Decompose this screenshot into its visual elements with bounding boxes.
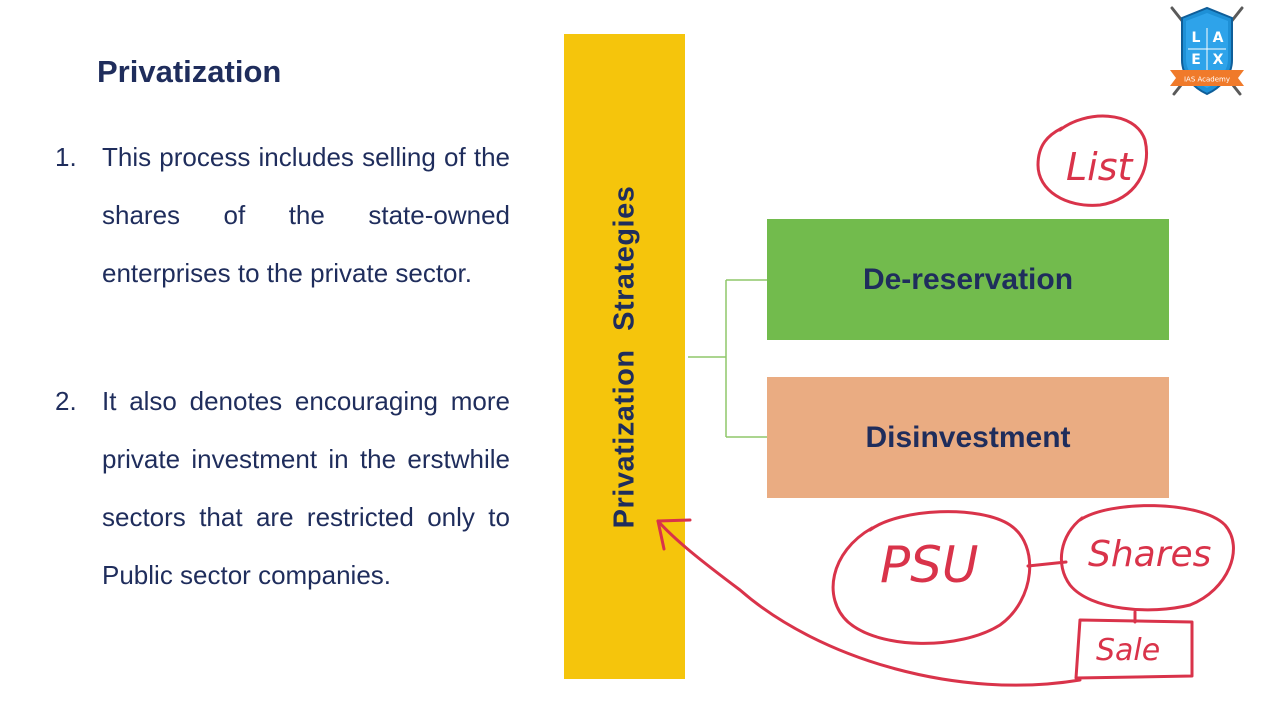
strategies-label: Privatization Strategies [608, 185, 641, 529]
sale-annotation: Sale [1096, 633, 1160, 668]
shares-annotation: Shares [1088, 534, 1211, 575]
psu-annotation: PSU [880, 536, 979, 594]
slide-title: Privatization [97, 54, 282, 89]
logo-letter-a: A [1213, 30, 1224, 46]
list-item-text: This process includes selling of the sha… [102, 142, 510, 288]
list-item-number: 2. [55, 386, 77, 416]
logo-letter-x: X [1213, 52, 1224, 68]
list-item: 1. This process includes selling of the … [55, 128, 510, 302]
list-annotation: List [1066, 145, 1135, 189]
laex-logo: L A E X IAS Academy [1170, 6, 1244, 96]
disinvestment-label: Disinvestment [865, 420, 1071, 454]
return-arrow [656, 519, 1082, 687]
logo-ribbon-text: IAS Academy [1184, 76, 1230, 84]
dereservation-box: De-reservation [767, 219, 1169, 340]
logo-letter-e: E [1191, 52, 1201, 68]
list-circle [1036, 114, 1148, 207]
list-item: 2. It also denotes encouraging more priv… [55, 372, 510, 604]
logo-letter-l: L [1192, 30, 1201, 46]
shares-circle [1059, 504, 1235, 612]
sale-box [1074, 618, 1194, 680]
list-item-text: It also denotes encouraging more private… [102, 386, 510, 590]
psu-shares-link [1026, 560, 1068, 568]
dereservation-label: De-reservation [862, 262, 1074, 296]
disinvestment-box: Disinvestment [767, 377, 1169, 498]
psu-circle [831, 510, 1032, 645]
list-item-number: 1. [55, 142, 77, 172]
